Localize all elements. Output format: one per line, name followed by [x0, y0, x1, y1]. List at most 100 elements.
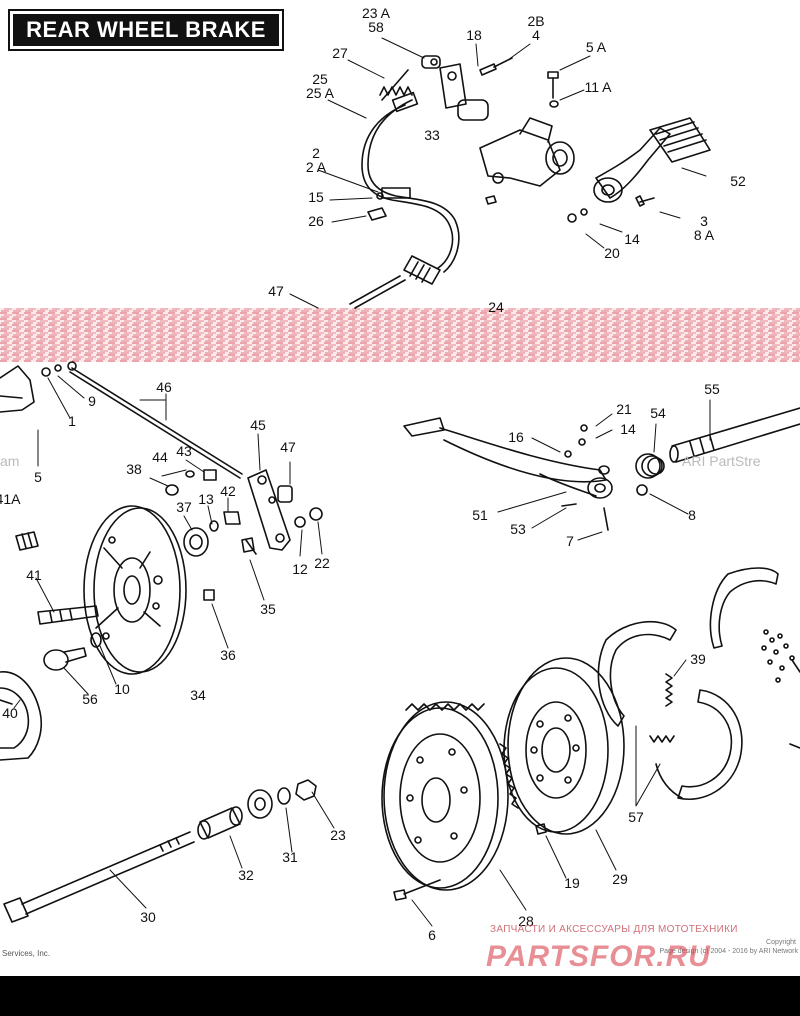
site-tagline: ЗАПЧАСТИ И АКСЕССУАРЫ ДЛЯ МОТОТЕХНИКИ: [490, 924, 738, 935]
callout-20: 20: [604, 245, 620, 261]
callout-line: 19: [564, 875, 580, 891]
brake-drum-sprocket-28: [381, 701, 519, 891]
callout-line: 56: [82, 691, 98, 707]
callout-line: 2 A: [306, 159, 327, 175]
callout-29: 29: [612, 871, 628, 887]
callout-line: 23 A: [362, 5, 391, 21]
callout-45: 45: [250, 417, 266, 433]
diagram-title: REAR WHEEL BRAKE: [8, 9, 284, 51]
callout-line: 15: [308, 189, 324, 205]
callout-54: 54: [650, 405, 666, 421]
callout-24: 24: [488, 299, 504, 315]
pedal-shaft-55: [669, 407, 800, 463]
callout-16: 16: [508, 429, 524, 445]
callout-21: 21: [616, 401, 632, 417]
callout-line: 27: [332, 45, 348, 61]
callout-line: 45: [250, 417, 266, 433]
site-logo: PARTSFOR.RU: [486, 940, 711, 973]
callout-line: 12: [292, 561, 308, 577]
brake-cable-assembly: [349, 91, 460, 309]
axle-spacer-32: [197, 806, 243, 840]
callout-43: 43: [176, 443, 192, 459]
callout-line: 29: [612, 871, 628, 887]
callout-line: 7: [566, 533, 574, 549]
callout-57: 57: [628, 809, 644, 825]
callout-line: 23: [330, 827, 346, 843]
callout-27: 27: [332, 45, 348, 61]
cable-spring: [379, 69, 413, 101]
callout-line: 36: [220, 647, 236, 663]
brake-shoes-right-partial: [709, 567, 800, 749]
brake-drum-29: [503, 657, 625, 835]
callout-41a: 41A: [0, 491, 21, 507]
callout-23: 23: [330, 827, 346, 843]
callout-line: 41: [26, 567, 42, 583]
callout-line: 2: [312, 145, 320, 161]
callout-line: 9: [88, 393, 96, 409]
callout-leaders: [13, 37, 711, 927]
callout-12: 12: [292, 561, 308, 577]
callout-line: 43: [176, 443, 192, 459]
callout-7: 7: [566, 533, 574, 549]
callout-13: 13: [198, 491, 214, 507]
callout-8: 8: [688, 507, 696, 523]
callout-55: 55: [704, 381, 720, 397]
callout-line: 46: [156, 379, 172, 395]
callout-line: 18: [466, 27, 482, 43]
callout-line: 8: [688, 507, 696, 523]
callout-line: 3: [700, 213, 708, 229]
callout-line: 33: [424, 127, 440, 143]
callout-31: 31: [282, 849, 298, 865]
camshaft-parts: [165, 469, 323, 601]
callout-53: 53: [510, 521, 526, 537]
callout-line: 21: [616, 401, 632, 417]
callout-line: 25 A: [306, 85, 335, 101]
callout-1: 1: [68, 413, 76, 429]
rear-axle-30: [3, 831, 195, 923]
callout-28: 28: [518, 913, 534, 929]
callout-line: 10: [114, 681, 130, 697]
callout-line: 13: [198, 491, 214, 507]
callout-34: 34: [190, 687, 206, 703]
bearing-31-washer-nut: [247, 779, 317, 819]
small-parts-cluster: [761, 629, 795, 683]
callout-42: 42: [220, 483, 236, 499]
callout-line: 14: [620, 421, 636, 437]
callout-line: 22: [314, 555, 330, 571]
brake-pedal-arm: [403, 417, 648, 531]
drum-bolts: [393, 823, 547, 901]
watermark-right-fragment: ARI PartStre: [682, 453, 761, 469]
callout-37: 37: [176, 499, 192, 515]
callout-26: 26: [308, 213, 324, 229]
callout-30: 30: [140, 909, 156, 925]
callout-11a: 11 A: [585, 79, 613, 95]
callout-line: 37: [176, 499, 192, 515]
callout-line: 58: [368, 19, 384, 35]
clevis-pin: [421, 55, 441, 69]
brake-shoes-57: [597, 620, 743, 800]
callout-line: 20: [604, 245, 620, 261]
left-footer-text: Services, Inc.: [2, 949, 50, 958]
callout-line: 30: [140, 909, 156, 925]
callout-10: 10: [114, 681, 130, 697]
callout-line: 28: [518, 913, 534, 929]
callout-47-top: 47: [268, 283, 284, 299]
bottom-bar: [0, 976, 800, 1016]
pedal-shaft-bracket: [439, 63, 489, 121]
callout-9: 9: [88, 393, 96, 409]
brake-shoe-left-partial: [0, 671, 43, 761]
callout-line: 35: [260, 601, 276, 617]
callout-14-mid: 14: [620, 421, 636, 437]
callout-line: 55: [704, 381, 720, 397]
callout-40: 40: [2, 705, 18, 721]
callout-56: 56: [82, 691, 98, 707]
callout-line: 41A: [0, 491, 21, 507]
callout-46: 46: [156, 379, 172, 395]
callout-line: 39: [690, 651, 706, 667]
brake-pedal: [593, 117, 711, 203]
copyright-line-2: Page design (c) 2004 - 2016 by ARI Netwo…: [659, 948, 798, 955]
